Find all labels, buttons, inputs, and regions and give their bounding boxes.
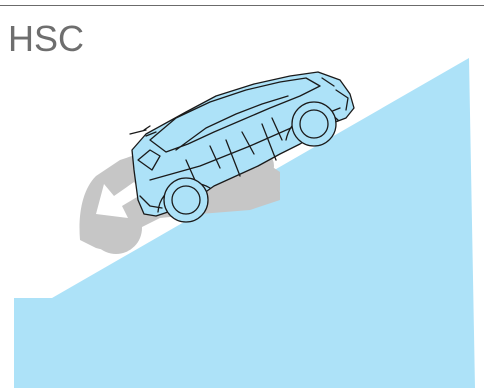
- hsc-diagram: HSC: [0, 0, 484, 388]
- slope-scene: [0, 0, 484, 388]
